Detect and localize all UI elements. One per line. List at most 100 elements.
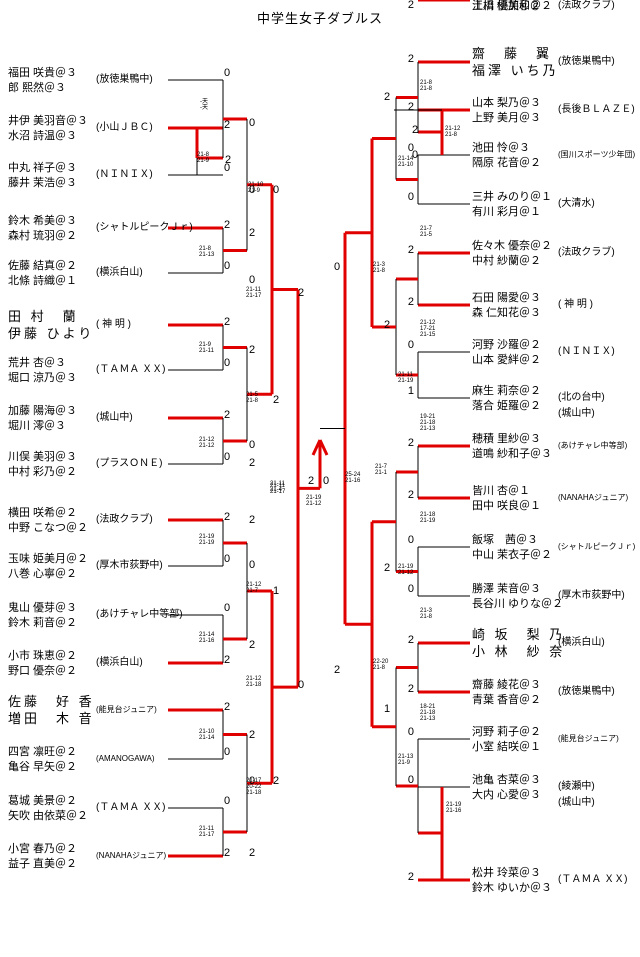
player-name: 長谷川 ゆりな＠２ <box>472 598 564 610</box>
player-name: 中野 こなつ＠２ <box>8 522 89 534</box>
team-name: ( 神 明 ) <box>96 319 131 330</box>
match-score: 2 <box>384 91 391 103</box>
team-name: (ＴＡＭＡ ＸＸ) <box>96 802 166 813</box>
player-name: 小室 結咲＠１ <box>472 741 542 753</box>
team-name: (ＴＡＭＡ ＸＸ) <box>558 874 628 885</box>
match-score: 2 <box>249 227 256 239</box>
player-name: 鬼山 優芽＠３ <box>8 602 78 614</box>
player-name: 土橋 優芙和＠２ <box>472 0 553 12</box>
team-name: (放徳巣鴨中) <box>558 686 615 697</box>
match-score: 0 <box>412 149 419 161</box>
player-name: 飯塚 茜＠３ <box>472 534 538 546</box>
game-scores: 21-8 21-13 <box>199 246 215 258</box>
game-scores: 21-7 21-1 <box>375 464 388 476</box>
team-name: (小山ＪＢＣ) <box>96 122 153 133</box>
match-score: 0 <box>334 261 341 273</box>
team-name: (法政クラブ) <box>558 247 615 258</box>
player-name: 葛城 美景＠２ <box>8 795 78 807</box>
match-score: 0 <box>249 775 256 787</box>
player-name: 森村 琉羽＠２ <box>8 230 78 242</box>
match-score: 0 <box>224 67 231 79</box>
match-score: 0 <box>224 451 231 463</box>
player-name: 池亀 杏菜＠３ <box>472 774 542 786</box>
game-scores: 21-11 21-4 <box>270 481 285 493</box>
match-score: 0 <box>249 117 256 129</box>
match-score: 0 <box>224 162 231 174</box>
player-name: 山本 梨乃＠３ <box>472 97 542 109</box>
match-score: 0 <box>298 679 305 691</box>
player-name: 勝澤 茉音＠３ <box>472 583 542 595</box>
team-name: (横浜白山) <box>96 657 143 668</box>
final-score: 0 <box>323 475 330 487</box>
player-name: 田 村 蘭 <box>8 309 79 324</box>
match-score: 1 <box>407 385 414 397</box>
team-name: (綾瀬中) <box>558 781 595 792</box>
player-name: 山本 愛絆＠２ <box>472 354 542 366</box>
match-score: 2 <box>224 511 231 523</box>
player-name: 鈴木 希美＠３ <box>8 215 78 227</box>
player-name: 中山 茉衣子＠２ <box>472 549 553 561</box>
game-scores: 21-12 21-18 <box>246 676 262 688</box>
game-scores: 21-11 21-17 <box>199 826 215 838</box>
match-score: 0 <box>224 602 231 614</box>
team-name: (放徳巣鴨中) <box>558 56 615 67</box>
player-name: 青葉 香音＠２ <box>472 694 542 706</box>
match-score: 0 <box>249 559 256 571</box>
final-game-scores: 21-19 21-12 <box>306 495 322 507</box>
page-title: 中学生女子ダブルス <box>256 11 383 26</box>
player-name: 鈴木 莉音＠２ <box>8 617 78 629</box>
match-score: 2 <box>224 409 231 421</box>
player-name: 佐藤 結真＠２ <box>8 260 78 272</box>
match-score: 2 <box>407 0 414 11</box>
match-score: 0 <box>224 795 231 807</box>
match-score: 0 <box>224 260 231 272</box>
player-name: 河野 莉子＠２ <box>472 726 542 738</box>
match-score: 0 <box>407 339 414 351</box>
final-game-scores: 25-24 21-16 <box>345 472 361 484</box>
player-name: 森 仁知花＠３ <box>472 307 542 319</box>
player-name: 石田 陽愛＠３ <box>472 292 542 304</box>
match-score: 2 <box>225 154 232 166</box>
team-name: (NANAHAジュニア) <box>96 851 167 860</box>
game-scores: 21-9 21-11 <box>199 342 214 354</box>
game-scores: 21-17 20-22 21-18 <box>246 778 262 796</box>
player-name: 井伊 美羽音＠３ <box>8 115 89 127</box>
team-name: (シャトルピークＪｒ) <box>96 222 193 233</box>
team-name: (AMANOGAWA) <box>96 754 155 763</box>
match-score: 2 <box>249 514 256 526</box>
player-name: 横田 咲希＠２ <box>8 507 78 519</box>
match-score: 2 <box>249 344 256 356</box>
match-score: 2 <box>407 101 414 113</box>
game-scores: 21-19 21-19 <box>199 534 215 546</box>
player-name: 郎 熙然＠３ <box>8 82 67 94</box>
team-name: (法政クラブ) <box>558 0 615 11</box>
match-score: 0 <box>407 726 414 738</box>
player-name: 田中 咲良＠１ <box>472 500 542 512</box>
player-name: 野口 優奈＠２ <box>8 665 78 677</box>
match-score: 2 <box>298 287 305 299</box>
player-name: 増田 木 音 <box>8 711 95 726</box>
match-score: 0 <box>249 274 256 286</box>
player-name: 藤井 茉浩＠３ <box>8 177 78 189</box>
player-name: 穂積 里紗＠３ <box>472 433 542 445</box>
match-score: 1 <box>273 585 280 597</box>
match-score: 2 <box>407 296 414 308</box>
team-name: (北の台中) <box>558 392 605 403</box>
match-score: 2 <box>334 664 341 676</box>
match-score: 2 <box>224 219 231 231</box>
game-scores: 21-8 21-9 <box>197 152 210 164</box>
player-name: 益子 直美＠２ <box>8 858 78 870</box>
player-name: 佐々木 優奈＠２ <box>472 240 553 252</box>
player-name: 江川 桃加＠２ <box>472 0 542 12</box>
player-name: 有川 彩月＠１ <box>472 206 542 218</box>
player-name: 荒井 杏＠３ <box>8 357 67 369</box>
team-name: (能見台ジュニア) <box>96 705 157 714</box>
player-name: 川俣 美羽＠３ <box>8 451 78 463</box>
player-name: 松井 玲菜＠３ <box>472 867 542 879</box>
player-name: 中丸 祥子＠３ <box>8 162 78 174</box>
game-scores: 21-19 21-12 <box>398 564 414 576</box>
player-name: 八巻 心寧＠２ <box>8 568 78 580</box>
match-score: 2 <box>249 457 256 469</box>
team-name: (厚木市荻野中) <box>558 590 625 601</box>
match-score: 2 <box>384 562 391 574</box>
